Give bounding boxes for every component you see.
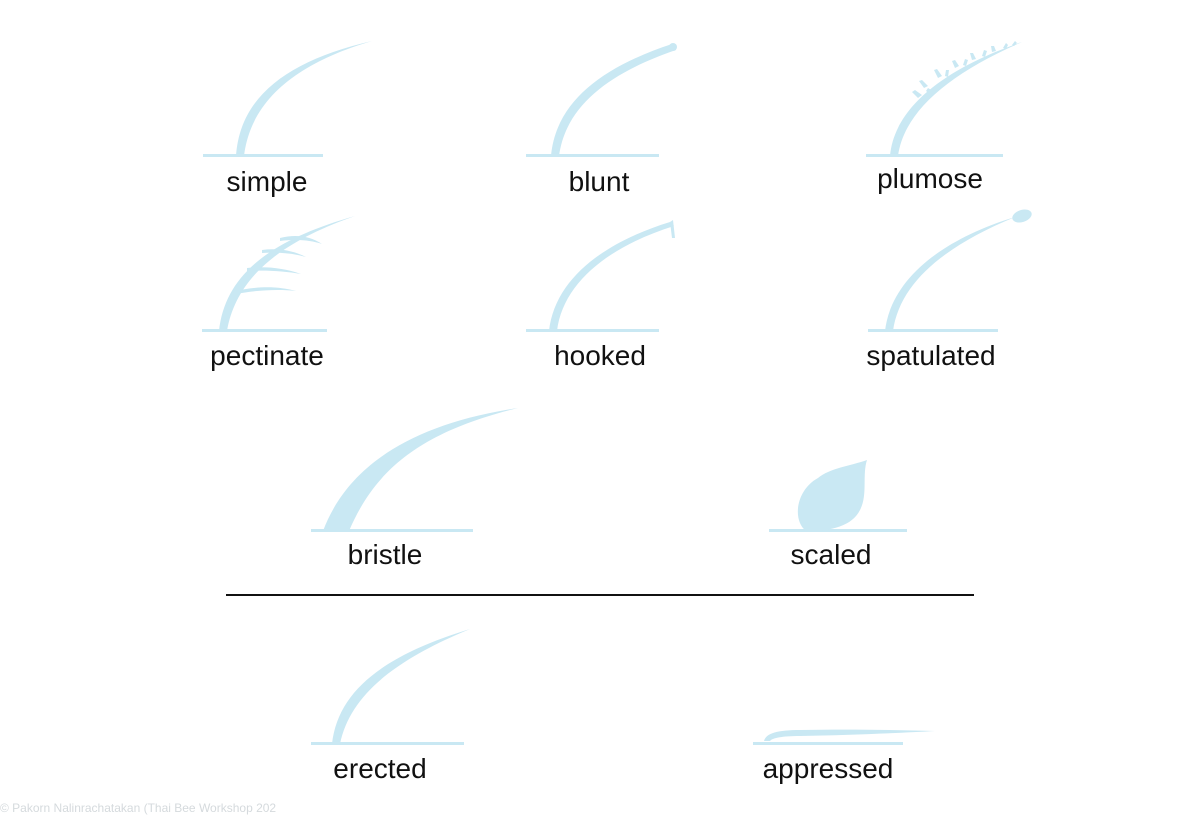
label-scaled: scaled	[791, 539, 872, 570]
plumose-hair-shape	[890, 42, 1022, 156]
scaled-hair-shape	[797, 460, 867, 531]
hair-drawings	[202, 41, 1032, 745]
section-divider	[226, 594, 974, 596]
blunt-baseline	[526, 154, 659, 157]
bristle-hair-illustration	[311, 408, 518, 532]
simple-baseline	[203, 154, 323, 157]
pectinate-hair-illustration	[202, 216, 355, 332]
pectinate-branch-1	[235, 287, 296, 294]
label-pectinate: pectinate	[210, 340, 324, 371]
pectinate-branch-2	[247, 267, 301, 274]
copyright-watermark: © Pakorn Nalinrachatakan (Thai Bee Works…	[0, 801, 276, 815]
label-spatulated: spatulated	[866, 340, 995, 371]
erected-hair-illustration	[311, 629, 470, 745]
simple-hair-shape	[236, 41, 372, 156]
plumose-branches	[912, 41, 1017, 98]
spatulated-hair-shape	[885, 217, 1015, 331]
spatulated-hair-illustration	[868, 209, 1032, 332]
appressed-hair-illustration	[753, 729, 935, 745]
label-blunt: blunt	[569, 166, 630, 197]
hooked-hair-hook	[670, 220, 675, 238]
appressed-baseline	[753, 742, 903, 745]
plumose-hair-illustration	[866, 41, 1022, 157]
blunt-hair-shape	[551, 44, 676, 156]
bristle-baseline	[311, 529, 473, 532]
label-appressed: appressed	[763, 753, 894, 784]
scaled-baseline	[769, 529, 907, 532]
bristle-hair-shape	[323, 408, 518, 531]
erected-baseline	[311, 742, 464, 745]
hooked-baseline	[526, 329, 659, 332]
erected-hair-shape	[332, 629, 470, 744]
simple-hair-illustration	[203, 41, 372, 157]
hooked-hair-illustration	[526, 220, 675, 332]
pectinate-branch-3	[262, 249, 306, 257]
label-erected: erected	[333, 753, 426, 784]
pectinate-branch-4	[280, 236, 322, 244]
hooked-hair-shape	[549, 222, 674, 331]
spatulated-hair-tip	[1012, 209, 1032, 223]
hair-type-labels: simple blunt plumose pectinate hooked sp…	[210, 163, 995, 570]
orientation-labels: erected appressed	[333, 753, 893, 784]
scaled-hair-illustration	[769, 460, 907, 532]
label-plumose: plumose	[877, 163, 983, 194]
label-simple: simple	[227, 166, 308, 197]
blunt-hair-illustration	[526, 43, 677, 157]
label-hooked: hooked	[554, 340, 646, 371]
pectinate-hair-shape	[219, 216, 355, 331]
plumose-baseline	[866, 154, 1003, 157]
spatulated-baseline	[868, 329, 998, 332]
pectinate-baseline	[202, 329, 327, 332]
appressed-hair-shape	[764, 729, 935, 741]
label-bristle: bristle	[348, 539, 423, 570]
blunt-hair-tip	[669, 43, 677, 51]
